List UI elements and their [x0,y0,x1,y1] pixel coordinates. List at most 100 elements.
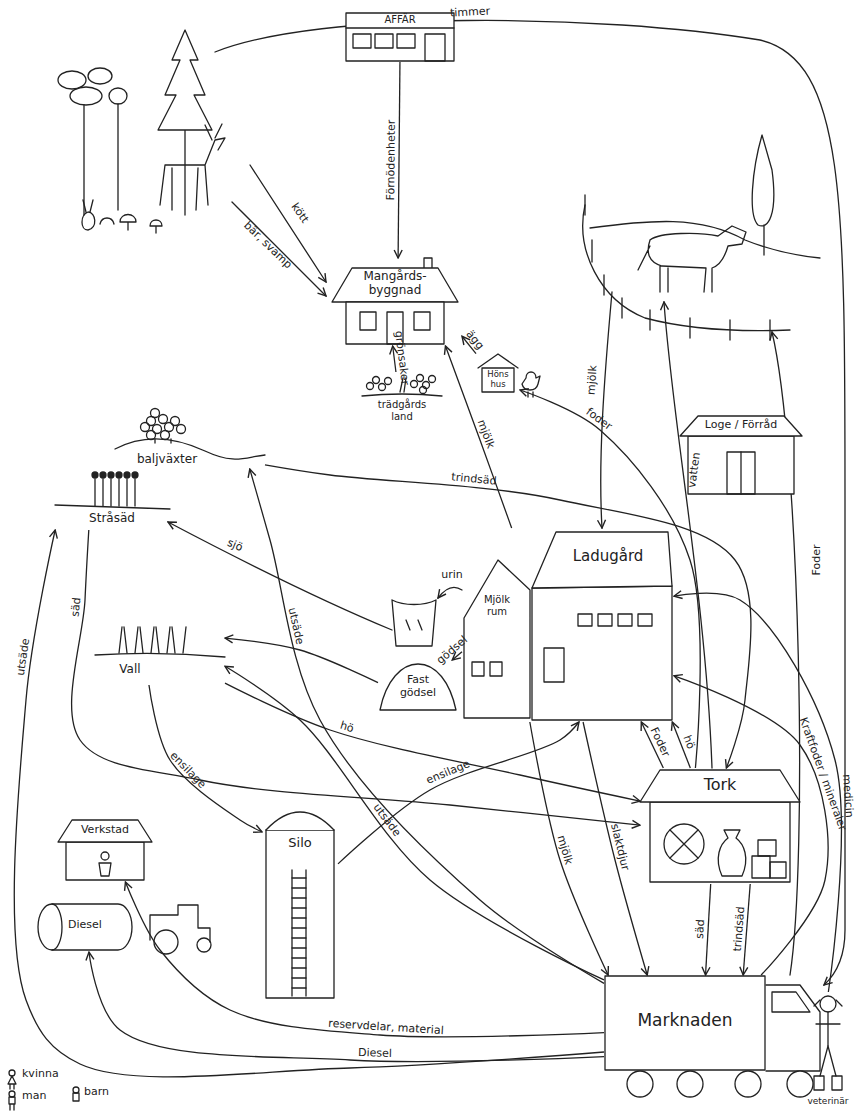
outline-group [814,996,842,1090]
node-label: Stråsäd [77,512,147,526]
outline-stroke [177,425,186,434]
outline-stroke [640,770,800,802]
outline-stroke [816,1012,840,1046]
node-label: Mjölk rum [477,594,517,617]
outline-stroke [482,368,514,392]
flow-label: mjölk [476,418,497,450]
outline-stroke [638,614,652,626]
outline-stroke [820,996,836,1012]
tree-trunk [84,104,118,215]
outline-stroke [108,472,114,478]
annotation-label: sjö [226,537,245,553]
flow-arrow [445,346,511,528]
outline-stroke [346,13,454,61]
outline-group [605,976,765,1070]
outline-stroke [472,662,484,676]
flow-arrow [125,882,604,1037]
flow-line [601,292,612,528]
text-block: Vall [105,663,155,677]
flow-line [215,20,845,985]
annotation-label: urin [441,569,463,580]
outline-stroke [400,378,406,392]
text-block: Höns hus [483,370,513,390]
outline-stroke [292,957,306,958]
outline-stroke [132,472,138,478]
node-outline [95,615,225,685]
annotation-label: Foder [811,545,822,576]
flow-arrow [452,652,462,660]
tree-crown [70,87,102,105]
outline-stroke [411,381,418,388]
urine-pit [392,600,436,646]
outline-stroke [292,917,306,918]
outline-stroke [94,479,95,506]
building-node: baljväxter [115,405,265,469]
flow-label: utsäde [287,606,306,645]
outline-stroke [670,830,698,858]
outline-stroke [292,947,306,948]
outline-stroke [110,479,111,506]
text-block: Diesel [36,919,134,932]
outline-stroke [134,479,135,506]
flow-arrow [583,722,647,975]
outline-group [478,354,518,392]
outline-stroke [95,653,225,657]
cow [638,226,746,292]
deer [160,124,225,210]
building-node: Verkstad [58,818,152,882]
hill [590,221,820,258]
node-label: Ladugård [558,548,658,565]
mushrooms [100,215,162,234]
outline-stroke [544,648,564,682]
node-label: Fast gödsel [390,674,446,699]
flow-label: trindsäd [731,906,745,952]
flow-arrow [672,722,690,768]
node-label: Loge / Förråd [680,419,802,432]
outline-stroke [100,472,106,478]
outline-stroke [183,627,186,653]
outline-stroke [770,862,786,878]
outline-group [115,409,265,460]
building-node: Loge / Förråd [680,414,802,496]
flow-line [438,587,462,598]
building-node: AFFÄR [345,12,455,62]
flow-label: hö [681,734,696,751]
outline-stroke [664,824,704,864]
outline-stroke [292,927,306,928]
node-outline [262,800,338,1000]
legend-label: kvinna [22,1068,59,1079]
outline-group [380,664,456,710]
outline-group [680,416,802,494]
outline-group [95,627,225,657]
flow-label: reservdelar, material [328,1018,444,1036]
outline-stroke [414,312,430,330]
outline-stroke [52,904,62,950]
outline-stroke [99,863,111,876]
node-label: Mangårds- byggnad [355,270,435,298]
flow-arrow [14,530,604,1077]
flow-arrow [674,676,828,975]
outline-stroke [490,662,502,676]
flow-label: utsäde [371,802,402,839]
outline-stroke [116,472,122,478]
outline-stroke [832,1076,842,1090]
outline-stroke [124,472,130,478]
truck-wheel [677,1071,703,1097]
pasture [583,135,820,340]
outline-stroke [292,977,306,978]
outline-group [532,532,672,720]
outline-stroke [362,394,442,396]
outline-stroke [385,378,392,385]
outline-stroke [346,302,444,344]
flow-arrow [520,390,700,768]
outline-stroke [420,387,427,394]
outline-stroke [387,312,403,344]
outline-stroke [532,586,672,720]
node-label: Diesel [36,919,134,932]
outline-stroke [151,409,160,418]
annotation-label: kött [289,201,310,225]
outline-stroke [58,820,152,842]
flow-label: hö [338,720,354,734]
